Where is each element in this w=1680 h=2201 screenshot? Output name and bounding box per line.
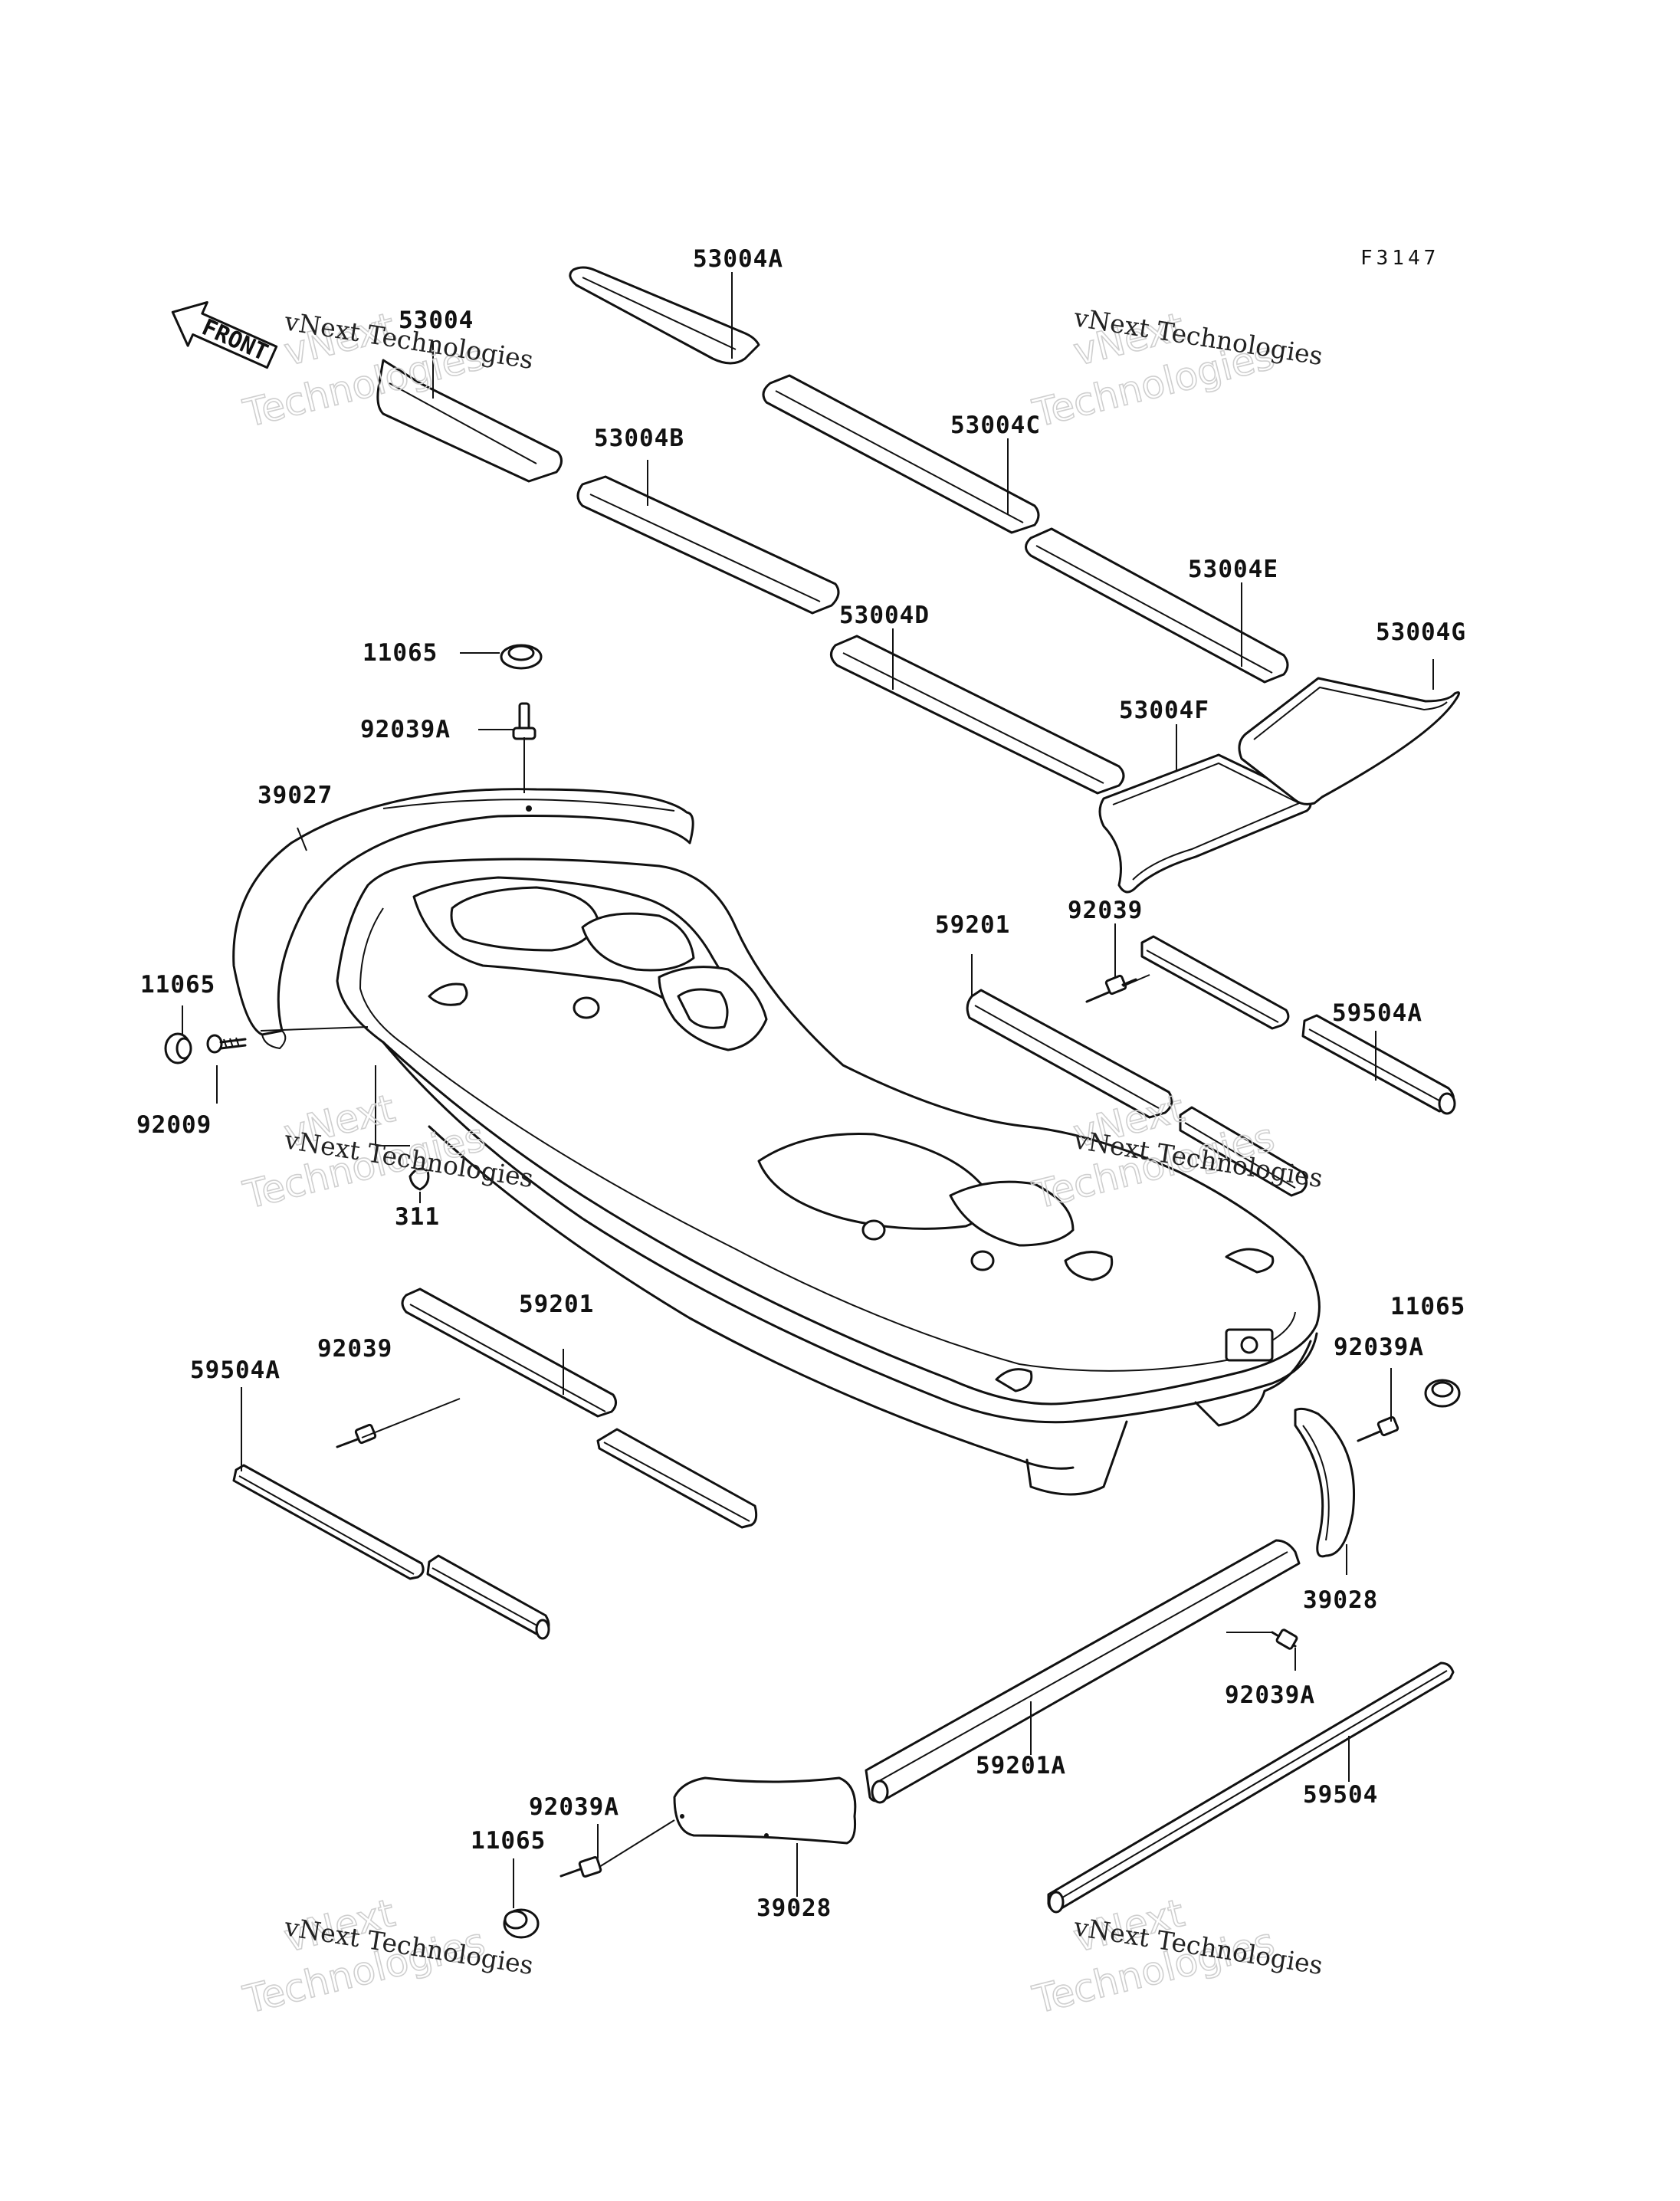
label-92039-upper: 92039 [1068, 897, 1143, 924]
label-59504A-lower: 59504A [190, 1356, 281, 1384]
label-59504: 59504 [1303, 1781, 1378, 1809]
label-11065-right: 11065 [1390, 1293, 1465, 1320]
label-53004E: 53004E [1188, 556, 1278, 583]
clip-311 [409, 1167, 430, 1191]
label-92039A-lower: 92039A [529, 1793, 619, 1821]
rubstrip-59504A-lower [232, 1464, 550, 1640]
mat-53004E [1025, 527, 1289, 684]
cap-11065-top [500, 644, 543, 670]
mat-53004G [1238, 677, 1460, 805]
label-11065-top: 11065 [363, 639, 438, 667]
rubstrip-59504 [1047, 1661, 1455, 1914]
label-53004: 53004 [399, 307, 474, 334]
fender-59201-upper [966, 989, 1173, 1119]
rubstrip-59504A-upper [1140, 935, 1456, 1115]
label-59201A: 59201A [976, 1752, 1066, 1779]
label-53004A: 53004A [693, 245, 783, 273]
screw-92009 [206, 1034, 247, 1054]
front-arrow: FRONT [171, 300, 278, 369]
figure-code: F3147 [1360, 247, 1439, 270]
label-39027: 39027 [258, 782, 333, 809]
label-39028-right: 39028 [1303, 1586, 1378, 1614]
label-92039-lower: 92039 [317, 1335, 392, 1363]
bumper-39028-right [1294, 1407, 1356, 1558]
rivet-92039-lower [336, 1423, 377, 1448]
mat-53004D [830, 635, 1125, 795]
front-label: FRONT [198, 314, 272, 367]
mat-53004A [569, 266, 760, 365]
label-53004B: 53004B [594, 425, 684, 452]
bumper-39028-lower [673, 1776, 857, 1845]
mat-53004C [762, 374, 1040, 534]
leader-lines [182, 272, 1434, 1908]
mat-53004F [1098, 753, 1312, 894]
label-39028-lower: 39028 [756, 1894, 832, 1922]
cap-11065-lower [503, 1908, 540, 1939]
rivet-92039A-top [512, 702, 536, 793]
rivet-92039A-right [1357, 1415, 1399, 1442]
label-92039A-top: 92039A [360, 716, 451, 743]
label-53004C: 53004C [950, 412, 1041, 439]
fender-59201-lower [401, 1287, 758, 1529]
mat-53004 [376, 359, 563, 483]
label-53004F: 53004F [1119, 697, 1209, 724]
rivet-92039A-mid [1271, 1629, 1298, 1650]
label-11065-left: 11065 [140, 971, 215, 999]
label-53004G: 53004G [1376, 618, 1466, 646]
rivet-92039A-lower [559, 1856, 602, 1878]
label-11065-lower: 11065 [471, 1827, 546, 1855]
label-53004D: 53004D [839, 602, 930, 629]
watermark-top-right: vNext Technologies [1028, 303, 1279, 436]
mat-53004B [576, 475, 840, 615]
fender-59201-upper-rear [1179, 1106, 1308, 1197]
label-92009: 92009 [136, 1111, 212, 1139]
label-92039A-right: 92039A [1334, 1333, 1424, 1361]
rivet-92039-upper [1085, 974, 1137, 1003]
label-59504A-upper: 59504A [1332, 999, 1422, 1027]
hull-body [336, 858, 1321, 1496]
fender-59201A [865, 1539, 1301, 1804]
bumper-39027 [232, 788, 694, 1050]
label-59201-lower: 59201 [519, 1291, 594, 1318]
label-59201-upper: 59201 [935, 911, 1010, 939]
cap-11065-left [164, 1032, 192, 1064]
label-311: 311 [395, 1203, 440, 1231]
label-92039A-mid: 92039A [1225, 1681, 1315, 1709]
cap-11065-right [1424, 1379, 1461, 1408]
